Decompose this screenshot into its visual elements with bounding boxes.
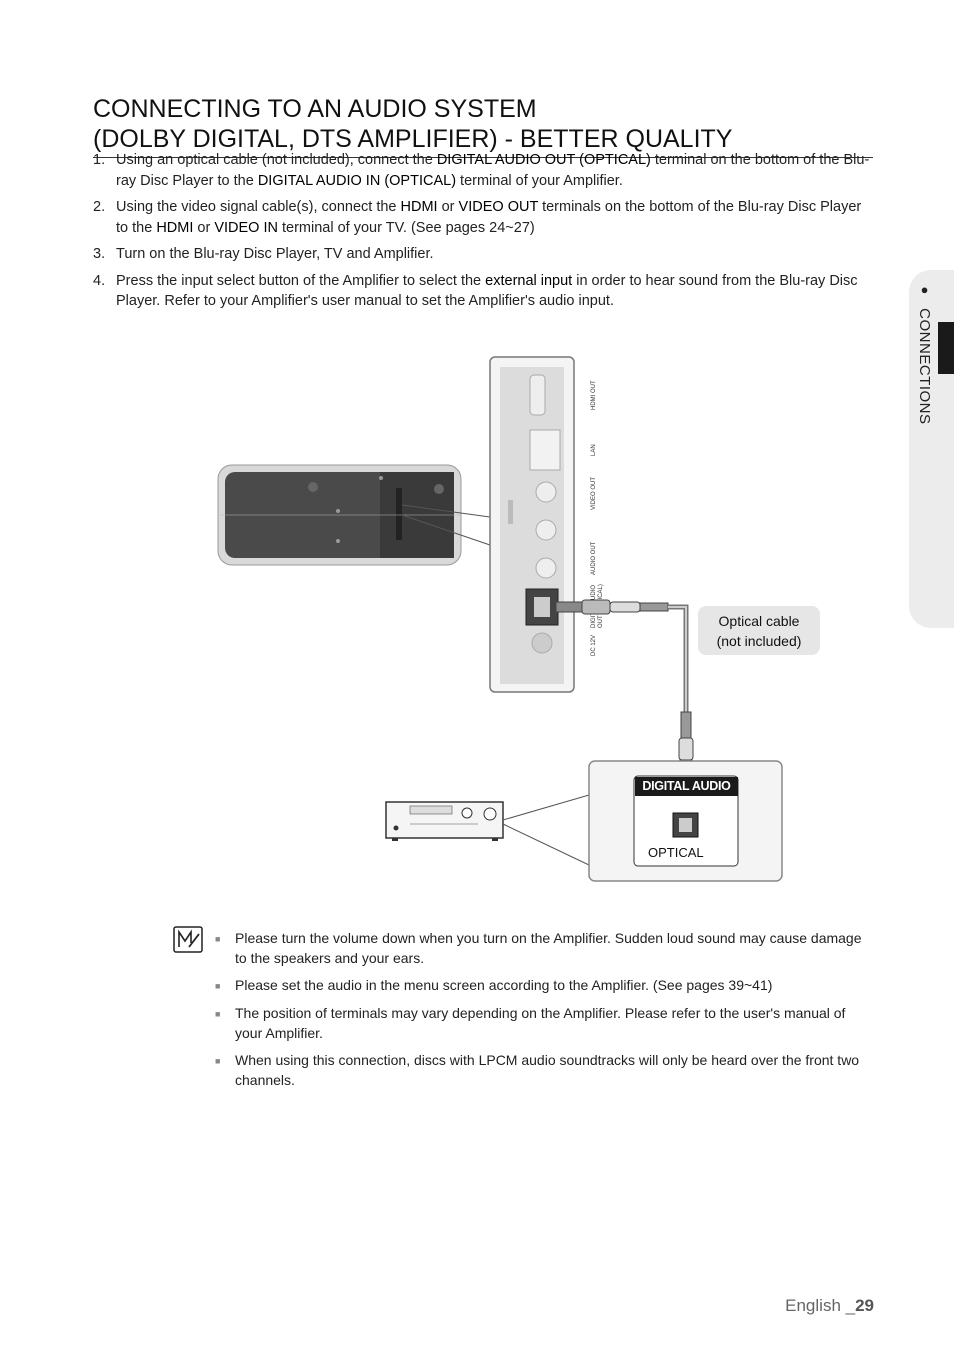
step-text-part: terminal on the bottom of the Blu-ray Di… <box>116 152 870 189</box>
step-text-part: Using an optical cable (not included), c… <box>116 152 437 168</box>
note-icon <box>173 926 203 953</box>
optical-cable-label: Optical cable (not included) <box>698 606 820 655</box>
note-item: ■ Please turn the volume down when you t… <box>215 928 875 968</box>
terminal-name: HDMI <box>400 199 438 215</box>
dc-port-icon <box>531 632 553 654</box>
bluray-player-illustration <box>217 464 462 566</box>
note-text: Please turn the volume down when you tur… <box>235 930 862 966</box>
step-number: 4. <box>93 272 106 289</box>
terminal-name: DIGITAL AUDIO IN (OPTICAL) <box>257 172 457 189</box>
lan-port-icon <box>529 429 561 471</box>
step-number: 1. <box>93 152 106 168</box>
terminal-name: VIDEO IN <box>214 219 278 236</box>
square-bullet-icon: ■ <box>215 1056 221 1066</box>
note-text: When using this connection, discs with L… <box>235 1052 860 1088</box>
step-text-part: or <box>437 199 459 215</box>
square-bullet-icon: ■ <box>215 1009 221 1019</box>
terminal-name: external input <box>485 272 573 289</box>
cable-label-line2: (not included) <box>716 632 802 649</box>
zoom-line <box>502 794 590 821</box>
video-out-port-icon <box>535 481 557 503</box>
footer-language: English _ <box>785 1296 856 1315</box>
square-bullet-icon: ■ <box>215 981 221 991</box>
step-text-part: or <box>193 219 215 236</box>
instruction-steps: 1. Using an optical cable (not included)… <box>93 150 873 318</box>
step-text: Turn on the Blu-ray Disc Player, TV and … <box>116 244 873 265</box>
note-text: Please set the audio in the menu screen … <box>235 977 773 993</box>
page-title: CONNECTING TO AN AUDIO SYSTEM (DOLBY DIG… <box>93 94 873 158</box>
step-text-part: terminal of your TV. (See pages 24~27) <box>277 219 535 236</box>
audio-out-port-icon <box>535 557 557 579</box>
port-label-hdmi: HDMI OUT <box>591 380 597 410</box>
port-label-video: VIDEO OUT <box>591 477 597 510</box>
terminal-name: VIDEO OUT <box>458 199 539 215</box>
step-3: 3. Turn on the Blu-ray Disc Player, TV a… <box>93 244 873 265</box>
step-text: Press the input select button of the Amp… <box>116 271 873 312</box>
step-number: 3. <box>93 246 106 262</box>
bullet-icon: ● <box>917 282 932 298</box>
step-text-part: terminals on the bottom of the Blu-ray D… <box>116 199 862 236</box>
step-2: 2. Using the video signal cable(s), conn… <box>93 197 873 238</box>
note-text: The position of terminals may vary depen… <box>235 1005 846 1041</box>
optical-out-port-icon <box>525 588 559 626</box>
page-number: 29 <box>855 1296 874 1315</box>
step-4: 4. Press the input select button of the … <box>93 271 873 312</box>
optical-cable <box>555 599 694 771</box>
square-bullet-icon: ■ <box>215 934 221 944</box>
port-label-audio: AUDIO OUT <box>591 541 597 575</box>
section-marker <box>938 322 954 374</box>
step-text-part: Turn on the Blu-ray Disc Player, TV and … <box>116 246 434 262</box>
note-item: ■ Please set the audio in the menu scree… <box>215 975 875 996</box>
notes-list: ■ Please turn the volume down when you t… <box>215 928 875 1097</box>
cable-label-line1: Optical cable <box>718 612 800 629</box>
player-back-panel: HDMI OUT LAN VIDEO OUT AUDIO OUT DIGITAL… <box>489 356 604 693</box>
step-text-part: terminal of your Amplifier. <box>456 172 623 189</box>
page-title-line1: CONNECTING TO AN AUDIO SYSTEM <box>93 94 537 123</box>
page-footer: English _29 <box>785 1296 874 1316</box>
step-text-part: Press the input select button of the Amp… <box>116 272 486 289</box>
section-label: ● CONNECTIONS <box>916 282 933 425</box>
step-1: 1. Using an optical cable (not included)… <box>93 150 873 191</box>
step-text: Using the video signal cable(s), connect… <box>116 197 873 238</box>
amplifier-illustration <box>385 801 504 841</box>
page-title-line2: (DOLBY DIGITAL, DTS AMPLIFIER) - BETTER … <box>93 124 733 153</box>
section-label-text: CONNECTIONS <box>916 308 933 425</box>
note-item: ■ The position of terminals may vary dep… <box>215 1003 875 1043</box>
optical-label: OPTICAL <box>648 845 704 860</box>
note-item: ■ When using this connection, discs with… <box>215 1050 875 1090</box>
port-label-dc: DC 12V <box>591 635 597 656</box>
zoom-line <box>401 504 491 518</box>
terminal-name: DIGITAL AUDIO OUT (OPTICAL) <box>436 152 651 168</box>
step-number: 2. <box>93 199 106 215</box>
zoom-line <box>502 823 590 866</box>
step-text: Using an optical cable (not included), c… <box>116 150 873 191</box>
audio-out-port-icon <box>535 519 557 541</box>
zoom-line <box>401 514 491 546</box>
step-text-part: Using the video signal cable(s), connect… <box>116 199 401 215</box>
terminal-name: HDMI <box>156 219 194 236</box>
hdmi-port-icon <box>529 374 546 416</box>
port-label-lan: LAN <box>591 444 597 456</box>
step-text-part: in order to hear sound from the Blu-ray … <box>116 272 858 310</box>
digital-audio-in-label: DIGITAL AUDIO IN <box>635 777 738 812</box>
